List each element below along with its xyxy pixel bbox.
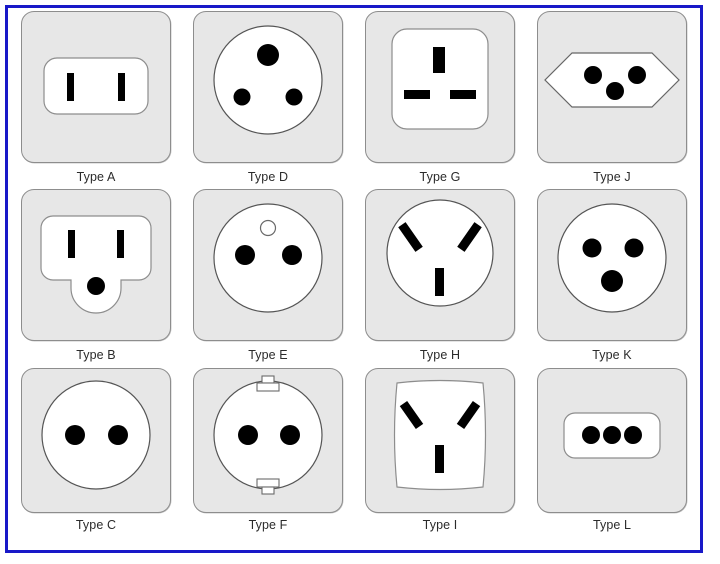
socket-tile-type-g <box>365 11 515 163</box>
socket-grid: Type A Type D <box>8 8 700 550</box>
socket-label: Type B <box>76 348 116 363</box>
socket-tile-type-l <box>537 367 687 513</box>
socket-tile-type-c <box>21 367 171 513</box>
slot-earth <box>435 268 444 297</box>
socket-cell-type-f[interactable]: Type F <box>182 367 354 546</box>
pin-left <box>582 425 600 444</box>
socket-label: Type J <box>593 170 631 184</box>
socket-label: Type L <box>592 517 632 532</box>
slot-left <box>398 222 423 253</box>
slot-left <box>68 230 75 259</box>
pin-earth-hollow <box>259 220 277 237</box>
chart-frame: Type A Type D <box>5 5 703 553</box>
socket-cell-type-h[interactable]: Type H <box>354 189 526 367</box>
socket-label: Type D <box>247 170 289 184</box>
type-i-diagram <box>393 379 487 490</box>
socket-cell-type-c[interactable]: Type C <box>10 367 182 546</box>
slot-earth <box>433 47 445 73</box>
slot-right <box>450 90 476 99</box>
socket-tile-type-i <box>365 367 515 513</box>
pin-right <box>108 424 128 445</box>
pin-left <box>233 88 251 106</box>
socket-tile-type-f <box>193 367 343 513</box>
pin-right <box>624 425 642 444</box>
slot-left <box>399 400 424 429</box>
socket-cell-type-k[interactable]: Type K <box>526 189 698 367</box>
type-b-diagram <box>40 215 152 314</box>
socket-cell-type-l[interactable]: Type L <box>526 367 698 546</box>
slot-earth <box>435 444 444 473</box>
socket-tile-type-e <box>193 189 343 342</box>
type-j-diagram <box>544 52 680 108</box>
pin-earth <box>603 425 621 444</box>
socket-tile-type-a <box>21 11 171 163</box>
earth-clip-top <box>256 375 280 392</box>
type-e-diagram <box>213 203 323 313</box>
socket-label: Type E <box>248 348 288 363</box>
pin-left <box>238 424 258 445</box>
socket-cell-type-i[interactable]: Type I <box>354 367 526 546</box>
socket-cell-type-d[interactable]: Type D <box>182 11 354 189</box>
pin-left <box>584 66 602 84</box>
socket-label: Type F <box>248 517 288 532</box>
type-a-diagram <box>43 57 149 115</box>
pin-ground <box>87 277 105 296</box>
type-f-diagram <box>213 375 323 495</box>
socket-label: Type G <box>419 170 461 184</box>
pin-right <box>282 245 302 266</box>
type-l-diagram <box>563 412 661 459</box>
socket-label: Type I <box>422 517 458 532</box>
pin-left <box>65 424 85 445</box>
slot-right <box>457 222 482 253</box>
slot-left <box>67 73 74 101</box>
slot-right <box>456 400 481 429</box>
pin-earth <box>257 44 279 66</box>
pin-right <box>624 238 644 258</box>
socket-cell-type-a[interactable]: Type A <box>10 11 182 189</box>
socket-tile-type-d <box>193 11 343 163</box>
type-h-diagram <box>386 199 494 307</box>
socket-tile-type-k <box>537 189 687 342</box>
socket-label: Type C <box>75 517 117 532</box>
type-g-diagram <box>391 28 489 130</box>
slot-right <box>118 73 125 101</box>
socket-label: Type H <box>419 348 461 363</box>
socket-cell-type-e[interactable]: Type E <box>182 189 354 367</box>
type-k-diagram <box>557 203 667 313</box>
socket-cell-type-j[interactable]: Type J <box>526 11 698 189</box>
pin-right <box>280 424 300 445</box>
socket-tile-type-j <box>537 11 687 163</box>
socket-cell-type-b[interactable]: Type B <box>10 189 182 367</box>
slot-left <box>404 90 430 99</box>
socket-label: Type A <box>76 170 116 184</box>
pin-left <box>582 238 602 258</box>
socket-tile-type-h <box>365 189 515 342</box>
earth-clip-bottom <box>256 478 280 495</box>
pin-left <box>235 245 255 266</box>
pin-earth <box>606 82 624 100</box>
pin-earth <box>601 270 623 293</box>
type-c-diagram <box>41 380 151 490</box>
pin-right <box>628 66 646 84</box>
type-d-diagram <box>213 25 323 135</box>
pin-right <box>285 88 303 106</box>
slot-right <box>117 230 124 259</box>
socket-label: Type K <box>592 348 632 363</box>
socket-tile-type-b <box>21 189 171 342</box>
socket-cell-type-g[interactable]: Type G <box>354 11 526 189</box>
